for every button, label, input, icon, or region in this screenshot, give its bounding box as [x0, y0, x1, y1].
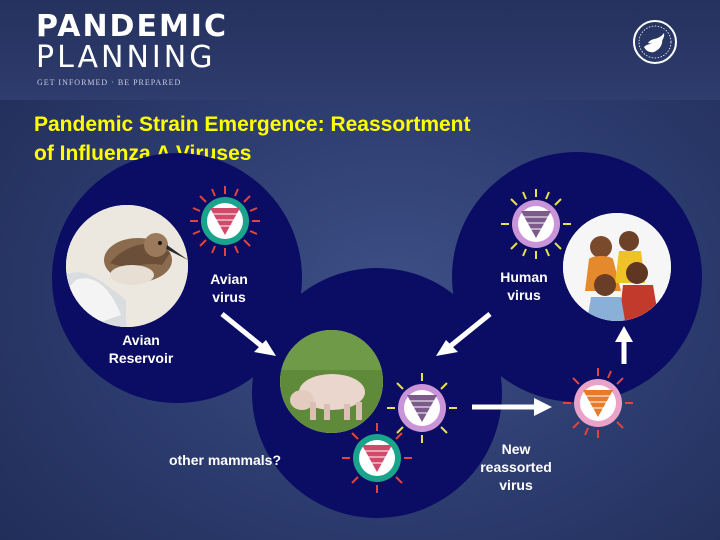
logo-line-1: PANDEMIC: [36, 9, 228, 44]
label-new-line2: reassorted: [480, 459, 552, 475]
family-photo: [563, 213, 671, 321]
label-human-virus-line1: Human: [500, 269, 548, 285]
label-avian-reservoir-line1: Avian: [122, 332, 160, 348]
label-new-line1: New: [501, 441, 531, 457]
pig-photo: [280, 330, 383, 433]
logo-tagline: GET INFORMED · BE PREPARED: [37, 78, 182, 87]
hhs-seal-icon: [633, 20, 677, 64]
label-avian-reservoir: Avian Reservoir: [96, 331, 186, 367]
title-line-1: Pandemic Strain Emergence: Reassortment: [34, 113, 471, 136]
arrow-icon-up: [615, 326, 633, 364]
avian-virus-icon: [190, 186, 260, 256]
bird-photo: [66, 205, 188, 327]
slide-title: Pandemic Strain Emergence: Reassortment …: [34, 110, 594, 168]
avian-virus-icon-2: [342, 423, 412, 493]
reassorted-virus-icon: [563, 368, 633, 438]
label-avian-reservoir-line2: Reservoir: [108, 350, 174, 366]
human-virus-icon: [501, 189, 571, 259]
label-avian-virus-line1: Avian: [210, 271, 248, 287]
arrow-icon-to-reassorted: [472, 398, 552, 416]
label-new-reassorted-virus: New reassorted virus: [466, 440, 566, 494]
label-avian-virus-line2: virus: [212, 289, 246, 305]
label-other-mammals: other mammals?: [168, 452, 282, 468]
label-human-virus: Human virus: [486, 268, 562, 304]
label-human-virus-line2: virus: [507, 287, 541, 303]
label-new-line3: virus: [499, 477, 533, 493]
title-line-2: of Influenza A Viruses: [34, 142, 252, 165]
human-virus-icon-2: [387, 373, 457, 443]
arrow-icon-avian-to-pig: [220, 312, 276, 356]
header-banner: PANDEMIC PLANNING GET INFORMED · BE PREP…: [0, 0, 720, 100]
label-avian-virus: Avian virus: [196, 270, 262, 306]
arrow-icon-human-to-pig: [436, 312, 492, 356]
logo-line-2: PLANNING: [36, 40, 216, 75]
